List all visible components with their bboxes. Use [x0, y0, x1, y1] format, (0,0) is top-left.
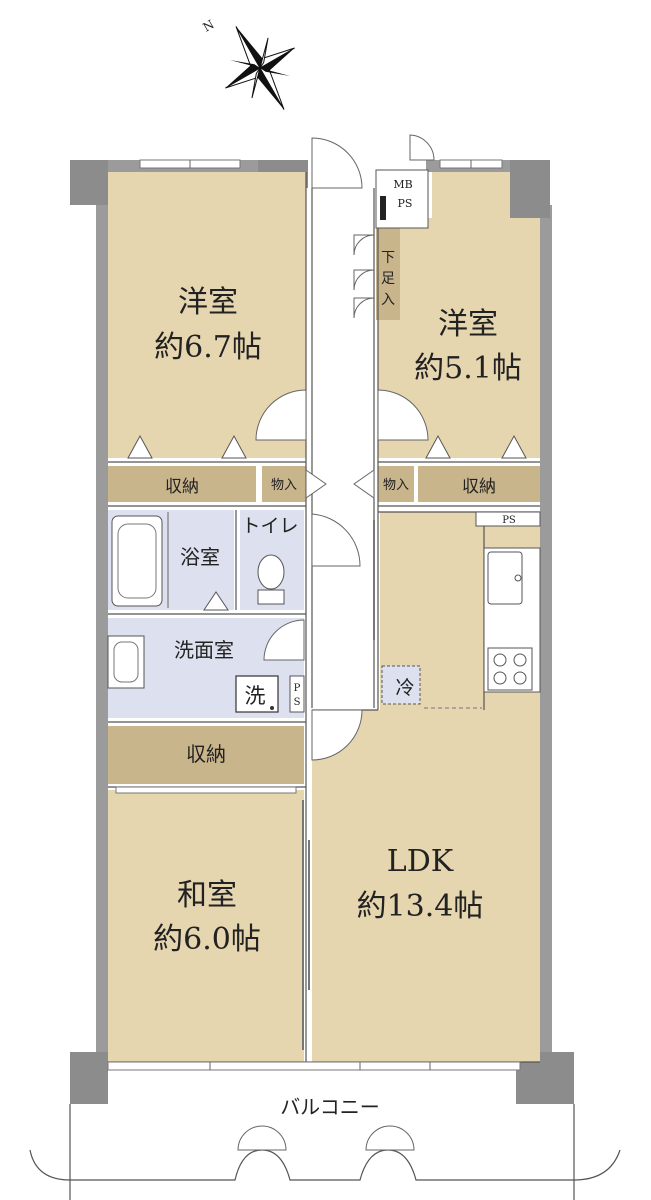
- fridge-box: [381, 665, 421, 705]
- ps-kitchen-label: PS: [502, 515, 516, 526]
- room-japanese-name: 和室: [177, 878, 237, 913]
- room-toilet-name: トイレ: [241, 515, 298, 537]
- shoe-box-label-1: 下: [381, 250, 395, 266]
- ps-top-label: PS: [398, 197, 413, 210]
- ps-wash-label-2: S: [294, 697, 301, 708]
- washer-label: 洗: [245, 684, 266, 708]
- closet-left: [108, 466, 256, 502]
- shoe-box-label-3: 入: [381, 292, 395, 308]
- closet-middle: [108, 726, 304, 784]
- fridge-label: 冷: [395, 677, 414, 699]
- stove-icon: [487, 647, 533, 691]
- closet-middle-label: 収納: [186, 742, 226, 766]
- store-right: [378, 466, 414, 502]
- room-western-b-name: 洋室: [438, 307, 498, 342]
- room-washroom-name: 洗面室: [174, 638, 234, 662]
- north-label: N: [201, 17, 217, 34]
- room-ldk-name: LDK: [387, 844, 454, 879]
- room-japanese: [108, 790, 304, 1062]
- ps-wash-label-1: P: [294, 683, 301, 694]
- wash-basin-icon: [107, 635, 145, 689]
- mb-label: MB: [393, 178, 412, 191]
- room-bath-name: 浴室: [180, 545, 220, 569]
- room-japanese-size: 約6.0帖: [153, 922, 261, 957]
- sink-icon: [487, 551, 523, 605]
- room-western-a-size: 約6.7帖: [154, 330, 262, 365]
- store-left-label: 物入: [271, 478, 297, 493]
- shoe-box-label-2: 足: [381, 271, 395, 287]
- closet-right-label: 収納: [462, 477, 496, 497]
- compass-rose-icon: [225, 26, 295, 110]
- shoe-box: [376, 226, 400, 320]
- room-western-a-name: 洋室: [178, 285, 238, 320]
- closet-left-label: 収納: [165, 477, 199, 497]
- room-western-b-size: 約5.1帖: [414, 351, 522, 386]
- room-ldk-size: 約13.4帖: [357, 889, 484, 924]
- closet-right: [418, 466, 540, 502]
- balcony-label: バルコニー: [280, 1095, 380, 1119]
- store-right-label: 物入: [383, 478, 409, 493]
- washer-box: [235, 675, 279, 713]
- toilet-fixture-icon: [257, 554, 285, 605]
- store-left: [262, 466, 306, 502]
